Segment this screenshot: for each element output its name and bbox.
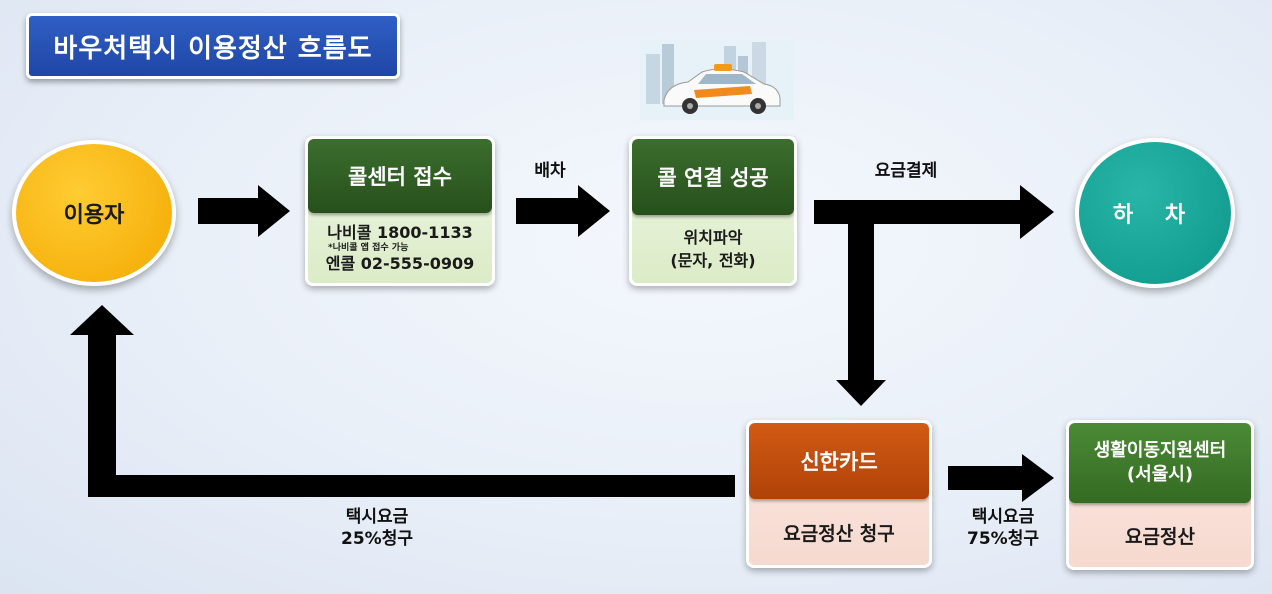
call-center-body: 나비콜 1800-1133 *나비콜 앱 접수 가능 엔콜 02-555-090… [308, 213, 492, 283]
charge75-line2: 75%청구 [967, 529, 1039, 549]
call-success-line1: 위치파악 [683, 228, 743, 247]
charge25-line1: 택시요금 [345, 507, 409, 527]
arrow-user-to-callcenter [198, 185, 290, 237]
call-success-body: 위치파악 (문자, 전화) [632, 215, 794, 283]
mobility-center-header-line1: 생활이동지원센터 [1093, 440, 1227, 461]
call-center-header: 콜센터 접수 [308, 139, 492, 213]
arrow-down-to-shinhan [836, 224, 886, 406]
charge25-line2: 25%청구 [341, 529, 413, 549]
arrow-payment [814, 185, 1054, 239]
arrow-charge75 [948, 454, 1054, 502]
payment-label: 요금결제 [874, 161, 938, 181]
charge25-label: 택시요금 25%청구 [322, 506, 432, 550]
exit-node: 하 차 [1075, 138, 1235, 288]
mobility-center-header: 생활이동지원센터 (서울시) [1069, 423, 1251, 503]
mobility-center-header-line2: (서울시) [1126, 464, 1194, 485]
charge75-line1: 택시요금 [971, 507, 1035, 527]
call-center-line1: 나비콜 1800-1133 [327, 222, 473, 242]
charge75-label: 택시요금 75%청구 [948, 506, 1058, 550]
call-center-line2: 엔콜 02-555-0909 [325, 253, 475, 273]
arrow-dispatch [516, 185, 610, 237]
dispatch-label: 배차 [534, 161, 566, 181]
user-node: 이용자 [12, 140, 176, 286]
taxi-icon [640, 40, 794, 120]
call-success-line2: (문자, 전화) [670, 251, 756, 270]
call-success-header: 콜 연결 성공 [632, 139, 794, 215]
shinhan-header: 신한카드 [749, 423, 929, 499]
call-center-note: *나비콜 앱 접수 가능 [328, 242, 409, 253]
mobility-center-card: 생활이동지원센터 (서울시) 요금정산 [1066, 420, 1254, 570]
shinhan-body: 요금정산 청구 [783, 522, 895, 545]
diagram-title: 바우처택시 이용정산 흐름도 [26, 13, 400, 79]
call-success-card: 콜 연결 성공 위치파악 (문자, 전화) [629, 136, 797, 286]
call-center-card: 콜센터 접수 나비콜 1800-1133 *나비콜 앱 접수 가능 엔콜 02-… [305, 136, 495, 286]
shinhan-card-box: 신한카드 요금정산 청구 [746, 420, 932, 568]
arrow-charge25-to-user [70, 305, 735, 497]
mobility-center-body: 요금정산 [1125, 525, 1195, 548]
